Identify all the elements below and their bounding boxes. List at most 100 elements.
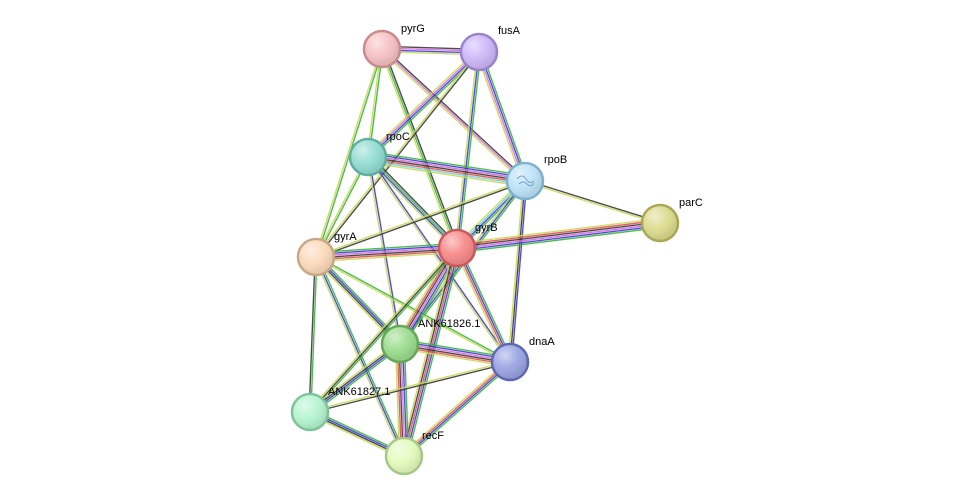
edge-evidence-line <box>315 244 457 256</box>
node-label-dnaA: dnaA <box>529 336 555 348</box>
edge-evidence-line <box>317 255 407 456</box>
node-gyrA[interactable] <box>296 237 336 277</box>
edge-fusA-rpoC <box>365 49 482 160</box>
edge-evidence-line <box>457 224 661 252</box>
edge-evidence-line <box>524 181 660 225</box>
node-highlight <box>293 395 327 429</box>
edge-evidence-line <box>405 363 513 459</box>
edge-evidence-line <box>383 48 460 248</box>
edge-evidence-line <box>458 246 514 362</box>
edge-evidence-line <box>457 226 661 254</box>
edge-evidence-line <box>315 257 510 364</box>
edge-rpoB-parC <box>524 179 661 225</box>
edge-evidence-line <box>368 150 526 177</box>
edge-gyrB-ANK61827.1 <box>308 246 459 414</box>
edge-evidence-line <box>367 156 526 182</box>
edge-evidence-line <box>457 223 661 250</box>
edge-evidence-line <box>315 179 525 257</box>
edge-evidence-line <box>379 49 456 249</box>
node-ANK61827-1[interactable] <box>290 392 330 432</box>
node-parC[interactable] <box>640 203 680 243</box>
node-label-gyrB: gyrB <box>475 222 498 234</box>
edge-evidence-line <box>525 179 661 223</box>
edge-gyrA-dnaA <box>315 255 511 364</box>
edge-evidence-line <box>368 152 526 179</box>
edge-evidence-line <box>316 251 458 263</box>
node-highlight <box>299 240 333 274</box>
edge-rpoB-gyrA <box>315 179 526 259</box>
edge-rpoC-rpoB <box>367 150 526 188</box>
node-label-rpoB: rpoB <box>544 154 567 166</box>
edge-pyrG-rpoB <box>380 47 527 183</box>
node-pyrG[interactable] <box>362 29 402 69</box>
node-highlight <box>462 35 496 69</box>
edge-evidence-line <box>401 359 509 455</box>
edge-pyrG-gyrB <box>379 48 460 249</box>
edge-evidence-line <box>509 180 526 363</box>
node-label-ANK61827-1: ANK61827.1 <box>328 386 390 398</box>
node-gyrB[interactable] <box>437 228 477 268</box>
edge-evidence-line <box>381 48 526 182</box>
nodes-layer <box>290 29 680 476</box>
node-rpoC[interactable] <box>348 137 388 177</box>
edge-dnaA-ANK61827.1 <box>309 360 511 414</box>
edge-evidence-line <box>310 248 459 414</box>
edge-evidence-line <box>308 246 457 412</box>
node-recF[interactable] <box>384 436 424 476</box>
edge-evidence-line <box>316 248 458 259</box>
edge-evidence-line <box>381 48 458 249</box>
node-highlight <box>643 206 677 240</box>
edge-evidence-line <box>365 49 478 156</box>
edge-evidence-line <box>475 52 524 183</box>
edge-evidence-line <box>368 156 512 362</box>
edge-evidence-line <box>455 248 510 363</box>
node-highlight <box>508 164 542 198</box>
edge-evidence-line <box>456 221 660 248</box>
edge-evidence-line <box>511 181 528 363</box>
edge-evidence-line <box>367 159 525 186</box>
edge-evidence-line <box>368 154 526 180</box>
edge-evidence-line <box>309 247 458 413</box>
edge-evidence-line <box>308 256 316 412</box>
node-label-pyrG: pyrG <box>401 23 425 35</box>
edge-gyrB-dnaA <box>453 246 514 364</box>
node-dnaA[interactable] <box>490 342 530 382</box>
edge-evidence-line <box>458 52 482 249</box>
node-label-rpoC: rpoC <box>386 131 410 143</box>
edge-gyrA-ANK61827.1 <box>308 256 318 413</box>
edge-evidence-line <box>314 51 479 257</box>
node-highlight <box>493 345 527 379</box>
edge-evidence-line <box>315 242 457 254</box>
node-highlight <box>383 327 417 361</box>
node-label-fusA: fusA <box>498 25 521 37</box>
edge-evidence-line <box>456 217 660 245</box>
edge-evidence-line <box>366 50 479 157</box>
edge-evidence-line <box>366 157 457 250</box>
edge-evidence-line <box>507 180 524 362</box>
edge-rpoB-dnaA <box>507 180 528 363</box>
edge-rpoC-dnaA <box>366 156 512 363</box>
edge-evidence-line <box>367 161 525 188</box>
node-ANK61826-1[interactable] <box>380 324 420 364</box>
node-label-ANK61826-1: ANK61826.1 <box>418 318 480 330</box>
edge-evidence-line <box>477 52 525 182</box>
edge-evidence-line <box>310 257 318 413</box>
node-highlight <box>365 32 399 66</box>
edge-evidence-line <box>309 360 510 412</box>
node-label-parC: parC <box>679 197 703 209</box>
edge-evidence-line <box>453 248 509 364</box>
edge-evidence-line <box>369 154 460 247</box>
edge-evidence-line <box>316 52 481 258</box>
edge-gyrA-gyrB <box>315 242 458 263</box>
node-highlight <box>351 140 385 174</box>
node-rpoB[interactable] <box>505 161 545 201</box>
edge-evidence-line <box>457 247 512 362</box>
node-highlight <box>440 231 474 265</box>
edge-evidence-line <box>316 255 511 362</box>
edge-evidence-line <box>316 181 526 259</box>
edge-evidence-line <box>368 155 459 248</box>
node-fusA[interactable] <box>459 32 499 72</box>
edge-evidence-line <box>367 158 525 184</box>
